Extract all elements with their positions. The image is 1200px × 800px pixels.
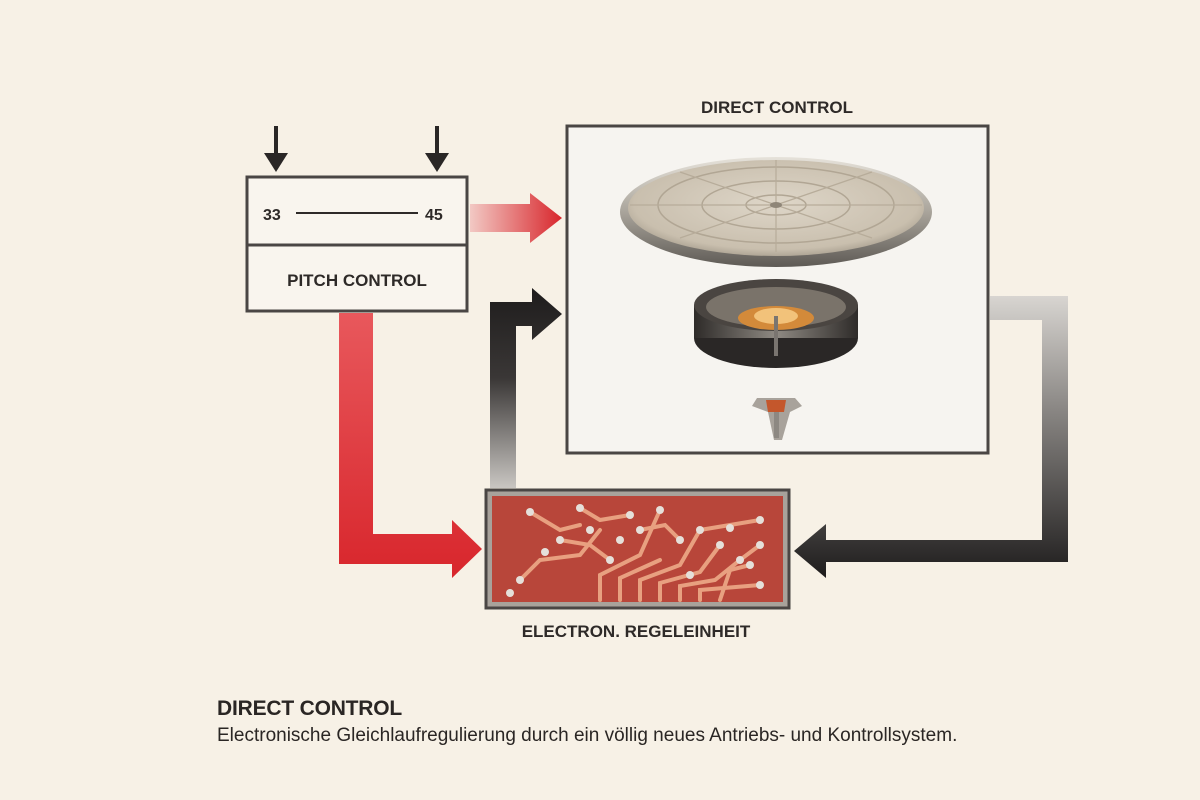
direct-control-title: DIRECT CONTROL xyxy=(701,98,853,117)
sensor-illustration xyxy=(752,398,802,440)
turntable-box xyxy=(565,124,990,455)
red-arrow-to-turntable xyxy=(470,193,562,243)
motor-illustration xyxy=(694,279,858,368)
speed-33-label: 33 xyxy=(263,207,281,224)
speed-45-label: 45 xyxy=(425,207,443,224)
caption-text: Electronische Gleichlaufregulierung durc… xyxy=(217,725,958,746)
circuit-board xyxy=(484,488,791,610)
pitch-control-box: 33 45 PITCH CONTROL xyxy=(245,175,469,313)
red-arrow-to-regulator xyxy=(339,313,482,578)
caption-title: DIRECT CONTROL xyxy=(217,697,403,720)
caption-block: DIRECT CONTROL Electronische Gleichlaufr… xyxy=(217,697,1117,748)
feedback-arrow-to-regulator xyxy=(794,296,1068,578)
input-arrow-45 xyxy=(425,126,449,172)
platter-illustration xyxy=(620,157,932,267)
feedback-arrow-to-turntable xyxy=(490,288,562,488)
input-arrow-33 xyxy=(264,126,288,172)
pitch-control-label: PITCH CONTROL xyxy=(287,271,427,290)
regulator-label: ELECTRON. REGELEINHEIT xyxy=(522,622,751,641)
